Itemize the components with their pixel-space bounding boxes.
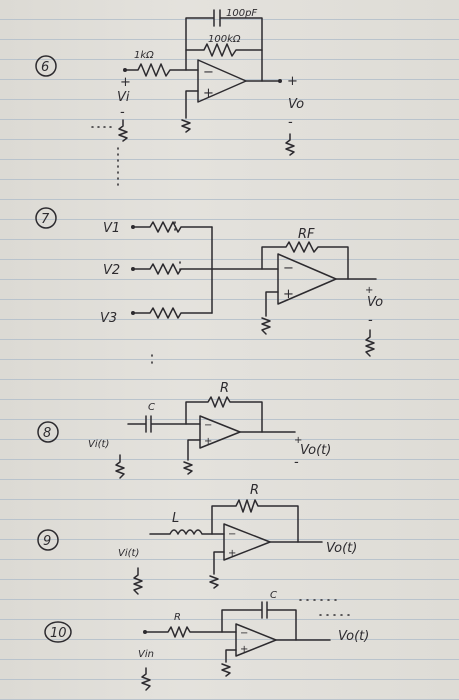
opamp-triangle [277, 253, 337, 305]
input-plus: + [120, 75, 131, 90]
output-minus: - [288, 115, 293, 130]
opamp-minus-sign: − [240, 628, 248, 639]
output-label: Vo(t) [338, 629, 369, 644]
opamp-plus-sign: + [203, 86, 214, 101]
rin-label: 1kΩ [134, 50, 154, 61]
opamp-triangle [223, 523, 271, 561]
input-ground-icon [133, 567, 143, 595]
opamp-plus-sign: + [228, 548, 236, 559]
rf-label: RF [298, 227, 315, 242]
input-label: Vi [117, 90, 130, 105]
output-terminal [278, 79, 282, 83]
input-ground-icon [115, 454, 125, 479]
input-ground-icon [141, 667, 151, 691]
input-ground-icon [118, 119, 128, 142]
cap-label: 100pF [226, 8, 257, 19]
plus-ground-icon [181, 90, 199, 133]
guide-dots [299, 599, 351, 616]
problem-number-circle [37, 529, 59, 551]
v2-label: V2 [103, 263, 120, 278]
output-plus: + [294, 435, 302, 446]
guide-dots [151, 221, 181, 366]
input-minus: - [120, 105, 125, 120]
guide-dots [91, 126, 119, 186]
problem-10: 10 − + R C Vo(t) Vin [44, 590, 369, 691]
r-label: R [174, 612, 181, 623]
problem-number-circle [37, 421, 59, 443]
plus-ground-icon [209, 551, 225, 589]
input-inductor [149, 529, 225, 535]
v1-resistor [132, 221, 213, 233]
rf-label: R [220, 381, 229, 396]
problem-7: 7 V1 V2 V3 − + RF + Vo - [35, 207, 383, 366]
input-resistor [124, 63, 199, 77]
output-label: Vo(t) [326, 541, 357, 556]
problem-number: 6 [41, 60, 49, 75]
input-capacitor [127, 415, 201, 433]
problem-number: 8 [43, 426, 51, 441]
v2-resistor [132, 263, 213, 275]
input-label: Vi(t) [88, 439, 109, 450]
plus-ground-icon [261, 291, 279, 335]
problem-number-circle [44, 621, 72, 643]
input-label: Vi(t) [118, 548, 139, 559]
rf-label: R [250, 483, 259, 498]
opamp-minus-sign: − [203, 65, 214, 80]
feedback-resistor [261, 241, 349, 280]
input-terminal [143, 630, 147, 634]
output-label: Vo(t) [300, 443, 331, 458]
output-ground-icon [365, 329, 375, 357]
opamp-plus-sign: + [283, 287, 294, 302]
opamp-plus-sign: + [204, 436, 212, 447]
opamp-minus-sign: − [204, 420, 212, 431]
problem-number-circle [35, 207, 57, 229]
plus-ground-icon [221, 649, 237, 677]
summing-bus [211, 226, 279, 314]
output-minus: - [294, 455, 299, 470]
problem-number: 9 [43, 534, 51, 549]
output-plus: + [365, 285, 373, 296]
input-terminal [123, 68, 127, 72]
output-minus: - [368, 313, 373, 328]
input-label: Vin [138, 649, 154, 660]
problem-number: 7 [41, 212, 50, 227]
output-label: Vo [367, 295, 383, 310]
opamp-minus-sign: − [228, 529, 236, 540]
rf-label: 100kΩ [208, 34, 241, 45]
problem-number-circle [35, 55, 57, 77]
problem-number: 10 [50, 626, 67, 641]
feedback-capacitor [185, 9, 263, 51]
opamp-triangle [199, 415, 241, 449]
opamp-triangle [235, 623, 277, 657]
opamp-triangle [197, 59, 247, 103]
c-label: C [148, 402, 155, 413]
feedback-capacitor [221, 601, 297, 641]
c-label: C [270, 590, 277, 601]
problem-6: 6 − + 1kΩ 100kΩ 100pF + Vo - + Vi - [35, 8, 304, 186]
opamp-minus-sign: − [283, 261, 294, 276]
opamp-plus-sign: + [240, 644, 248, 655]
l-label: L [172, 511, 179, 526]
v3-resistor [132, 307, 213, 319]
output-ground-icon [285, 133, 295, 156]
problem-9: 9 − + L R Vo(t) Vi(t) [37, 483, 357, 595]
problem-8: 8 − + C R + Vo(t) - Vi(t) [37, 381, 331, 479]
output-label: Vo [288, 97, 304, 112]
feedback-resistor [211, 499, 299, 543]
output-plus: + [287, 74, 298, 89]
v3-label: V3 [100, 311, 117, 326]
v1-label: V1 [103, 221, 120, 236]
plus-ground-icon [183, 439, 201, 475]
input-resistor [144, 626, 237, 638]
feedback-resistor [185, 43, 263, 82]
feedback-resistor [185, 396, 263, 433]
